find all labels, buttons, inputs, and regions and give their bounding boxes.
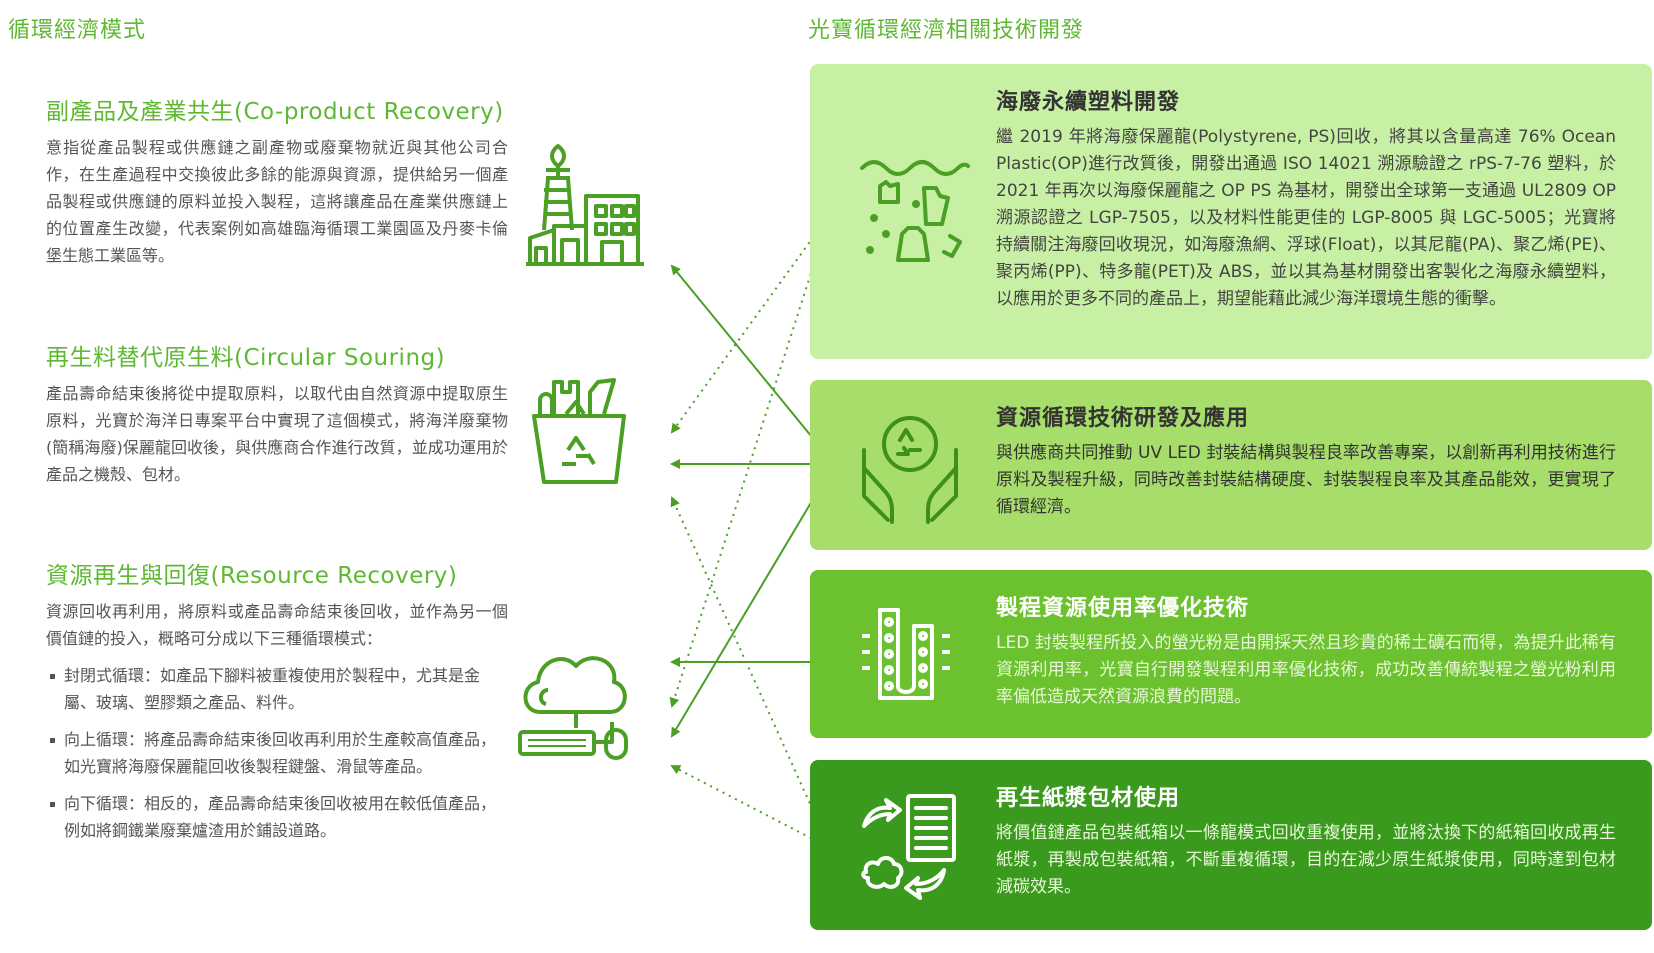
tech-card-process-optimization: 製程資源使用率優化技術 LED 封裝製程所投入的螢光粉是由開採天然且珍貴的稀土礦… bbox=[810, 570, 1652, 738]
connector-line-dotted bbox=[670, 496, 831, 849]
model-title: 副產品及產業共生(Co-product Recovery) bbox=[46, 99, 504, 125]
card-description: 與供應商共同推動 UV LED 封裝結構與製程良率改善專案，以創新再利用技術進行… bbox=[996, 443, 1616, 517]
model-resource-recovery: 資源再生與回復(Resource Recovery) 資源回收再利用，將原料或產… bbox=[46, 556, 508, 854]
led-strip-icon bbox=[862, 608, 950, 700]
card-title: 再生紙漿包材使用 bbox=[996, 786, 1181, 811]
model-co-product: 副產品及產業共生(Co-product Recovery) 意指從產品製程或供應… bbox=[46, 92, 508, 269]
model-description: 資源回收再利用，將原料或產品壽命結束後回收，並作為另一個價值鏈的投入，概略可分成… bbox=[46, 602, 508, 648]
left-section-title: 循環經濟模式 bbox=[8, 18, 147, 43]
connector-line bbox=[670, 463, 835, 738]
tech-card-ocean-plastic: 海廢永續塑料開發 繼 2019 年將海廢保麗龍(Polystyrene, PS)… bbox=[810, 64, 1652, 359]
right-section-title: 光寶循環經濟相關技術開發 bbox=[808, 18, 1085, 43]
tech-card-recycled-pulp: 再生紙漿包材使用 將價值鏈產品包裝紙箱以一條龍模式回收重複使用，並將汰換下的紙箱… bbox=[810, 760, 1652, 930]
card-title: 海廢永續塑料開發 bbox=[996, 90, 1181, 115]
connector-line-dotted bbox=[670, 765, 831, 849]
factory-icon bbox=[526, 144, 644, 266]
list-item: 向下循環：相反的，產品壽命結束後回收被用在較低值產品，例如將鋼鐵業廢棄爐渣用於鋪… bbox=[46, 790, 508, 844]
hands-recycle-icon bbox=[862, 416, 958, 524]
card-description: LED 封裝製程所投入的螢光粉是由開採天然且珍貴的稀土礦石而得，為提升此稀有資源… bbox=[996, 633, 1616, 707]
list-item: 向上循環：將產品壽命結束後回收再利用於生產較高值產品，如光寶將海廢保麗龍回收後製… bbox=[46, 726, 508, 780]
connector-line-dotted bbox=[669, 213, 831, 708]
list-item: 封閉式循環：如產品下腳料被重複使用於製程中，尤其是金屬、玻璃、塑膠類之產品、料件… bbox=[46, 662, 508, 716]
model-description: 意指從產品製程或供應鏈之副產物或廢棄物就近與其他公司合作，在生產過程中交換彼此多… bbox=[46, 138, 508, 265]
connector-line bbox=[670, 264, 835, 465]
connector-line-dotted bbox=[670, 213, 831, 434]
cloud-computer-icon bbox=[518, 656, 628, 760]
recovery-type-list: 封閉式循環：如產品下腳料被重複使用於製程中，尤其是金屬、玻璃、塑膠類之產品、料件… bbox=[46, 662, 508, 844]
paper-recycle-icon bbox=[861, 794, 956, 900]
model-description: 產品壽命結束後將從中提取原料，以取代由自然資源中提取原生原料，光寶於海洋日專案平… bbox=[46, 384, 508, 484]
recycle-basket-icon bbox=[532, 378, 626, 484]
card-title: 資源循環技術研發及應用 bbox=[996, 406, 1250, 431]
tech-card-resource-cycle: 資源循環技術研發及應用 與供應商共同推動 UV LED 封裝結構與製程良率改善專… bbox=[810, 380, 1652, 550]
model-circular-sourcing: 再生料替代原生料(Circular Souring) 產品壽命結束後將從中提取原… bbox=[46, 338, 508, 488]
ocean-plastic-icon bbox=[860, 160, 970, 262]
card-description: 將價值鏈產品包裝紙箱以一條龍模式回收重複使用，並將汰換下的紙箱回收成再生紙漿，再… bbox=[996, 823, 1616, 897]
card-description: 繼 2019 年將海廢保麗龍(Polystyrene, PS)回收，將其以含量高… bbox=[996, 127, 1616, 309]
model-title: 資源再生與回復(Resource Recovery) bbox=[46, 563, 458, 589]
model-title: 再生料替代原生料(Circular Souring) bbox=[46, 345, 446, 371]
card-title: 製程資源使用率優化技術 bbox=[996, 596, 1250, 621]
